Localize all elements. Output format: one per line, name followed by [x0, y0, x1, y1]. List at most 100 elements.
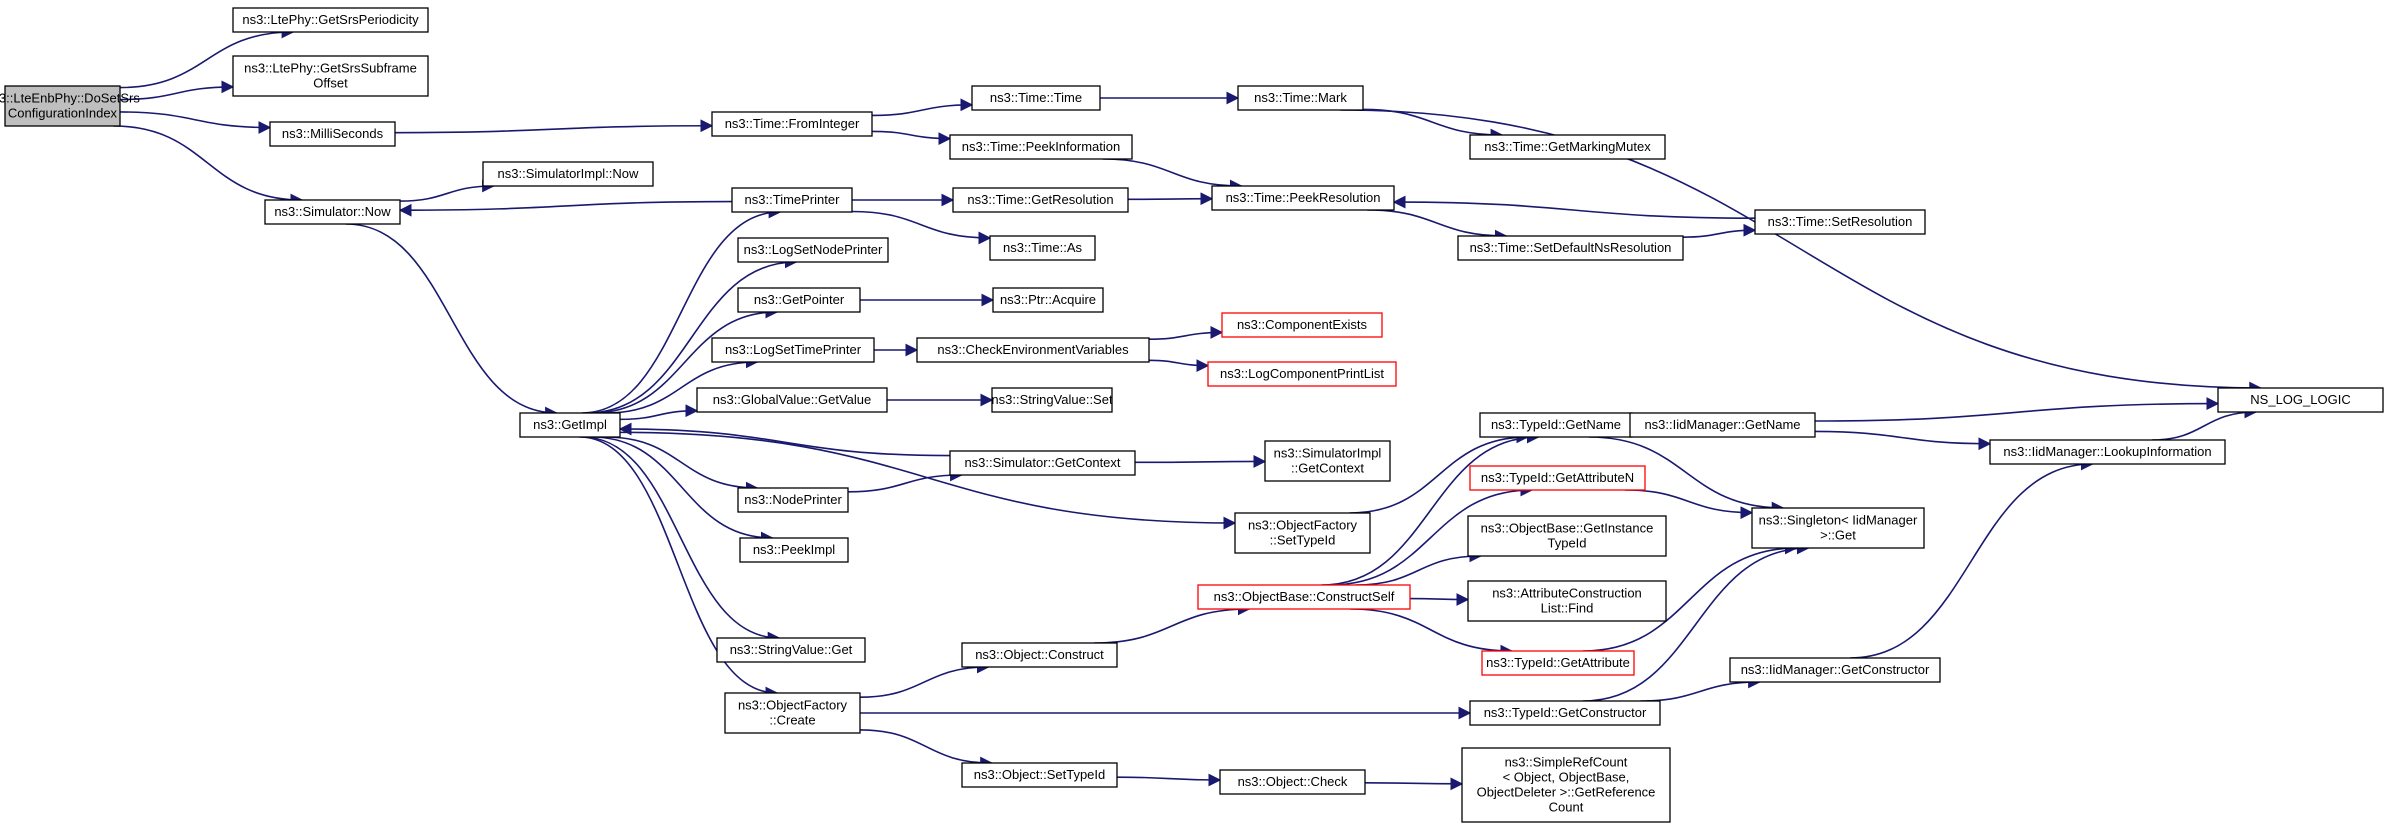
node-ofcreate[interactable]: ns3::ObjectFactory::Create: [724, 692, 861, 734]
node-nslog[interactable]: NS_LOG_LOGIC: [2217, 387, 2384, 413]
node-box[interactable]: [2217, 387, 2384, 413]
node-box[interactable]: [1469, 134, 1666, 160]
node-simimplnow[interactable]: ns3::SimulatorImpl::Now: [482, 161, 654, 187]
node-box[interactable]: [482, 161, 654, 187]
node-setres[interactable]: ns3::Time::SetResolution: [1754, 209, 1926, 235]
node-iidctor[interactable]: ns3::IidManager::GetConstructor: [1729, 657, 1941, 683]
node-svset[interactable]: ns3::StringValue::Set: [991, 387, 1113, 413]
node-box[interactable]: [1469, 465, 1646, 491]
node-box[interactable]: [1481, 650, 1635, 676]
node-getptr[interactable]: ns3::GetPointer: [737, 287, 861, 313]
node-box[interactable]: [711, 337, 875, 363]
node-box[interactable]: [989, 235, 1096, 261]
node-nodeprinter[interactable]: ns3::NodePrinter: [737, 487, 849, 513]
node-getctx[interactable]: ns3::Simulator::GetContext: [949, 450, 1136, 476]
node-getres[interactable]: ns3::Time::GetResolution: [952, 187, 1129, 213]
node-box[interactable]: [949, 450, 1136, 476]
node-box[interactable]: [1467, 580, 1667, 622]
node-box[interactable]: [961, 762, 1118, 788]
node-now[interactable]: ns3::Simulator::Now: [264, 199, 401, 225]
node-box[interactable]: [696, 387, 888, 413]
node-box[interactable]: [737, 237, 889, 263]
node-peekres[interactable]: ns3::Time::PeekResolution: [1211, 185, 1395, 211]
node-tgetname[interactable]: ns3::TypeId::GetName: [1479, 412, 1633, 438]
node-compexists[interactable]: ns3::ComponentExists: [1221, 312, 1383, 338]
node-box[interactable]: [1221, 312, 1383, 338]
node-box[interactable]: [1234, 512, 1371, 554]
node-box[interactable]: [739, 537, 849, 563]
node-box[interactable]: [1629, 412, 1816, 438]
node-logcomp[interactable]: ns3::LogComponentPrintList: [1207, 361, 1397, 387]
node-time[interactable]: ns3::Time::Time: [971, 85, 1101, 111]
node-box[interactable]: [1264, 440, 1391, 482]
node-constructself[interactable]: ns3::ObjectBase::ConstructSelf: [1197, 584, 1411, 610]
node-setdefault[interactable]: ns3::Time::SetDefaultNsResolution: [1457, 235, 1684, 261]
node-as[interactable]: ns3::Time::As: [989, 235, 1096, 261]
node-box[interactable]: [1237, 85, 1364, 111]
node-box[interactable]: [1197, 584, 1411, 610]
node-box[interactable]: [737, 287, 861, 313]
node-iidgetname[interactable]: ns3::IidManager::GetName: [1629, 412, 1816, 438]
node-periodicity[interactable]: ns3::LtePhy::GetSrsPeriodicity: [232, 7, 429, 33]
node-svget[interactable]: ns3::StringValue::Get: [716, 637, 866, 663]
node-box[interactable]: [1989, 439, 2226, 465]
node-implctx[interactable]: ns3::SimulatorImpl::GetContext: [1264, 440, 1391, 482]
node-box[interactable]: [264, 199, 401, 225]
node-lognode[interactable]: ns3::LogSetNodePrinter: [737, 237, 889, 263]
node-box[interactable]: [991, 387, 1113, 413]
node-box[interactable]: [737, 487, 849, 513]
node-box[interactable]: [4, 85, 121, 127]
node-box[interactable]: [1467, 515, 1667, 557]
node-refcount[interactable]: ns3::SimpleRefCount< Object, ObjectBase,…: [1461, 747, 1671, 823]
node-peekinfo[interactable]: ns3::Time::PeekInformation: [949, 134, 1133, 160]
node-timeprinter[interactable]: ns3::TimePrinter: [731, 187, 853, 213]
node-lookup[interactable]: ns3::IidManager::LookupInformation: [1989, 439, 2226, 465]
node-main[interactable]: ns3::LteEnbPhy::DoSetSrsConfigurationInd…: [0, 85, 140, 127]
node-box[interactable]: [992, 287, 1104, 313]
node-box[interactable]: [724, 692, 861, 734]
node-tgetattr[interactable]: ns3::TypeId::GetAttribute: [1481, 650, 1635, 676]
node-milli[interactable]: ns3::MilliSeconds: [269, 121, 396, 147]
node-box[interactable]: [711, 111, 873, 137]
node-box[interactable]: [519, 412, 621, 438]
node-construct[interactable]: ns3::Object::Construct: [961, 642, 1118, 668]
node-box[interactable]: [1479, 412, 1633, 438]
node-box[interactable]: [961, 642, 1118, 668]
node-box[interactable]: [971, 85, 1101, 111]
node-gvget[interactable]: ns3::GlobalValue::GetValue: [696, 387, 888, 413]
node-mutex[interactable]: ns3::Time::GetMarkingMutex: [1469, 134, 1666, 160]
node-box[interactable]: [1754, 209, 1926, 235]
node-objcheck[interactable]: ns3::Object::Check: [1219, 769, 1366, 795]
node-box[interactable]: [1751, 507, 1925, 549]
node-box[interactable]: [1469, 700, 1661, 726]
node-box[interactable]: [1461, 747, 1671, 823]
node-box[interactable]: [949, 134, 1133, 160]
node-checkenv[interactable]: ns3::CheckEnvironmentVariables: [916, 337, 1150, 363]
node-tgetattrn[interactable]: ns3::TypeId::GetAttributeN: [1469, 465, 1646, 491]
node-box[interactable]: [731, 187, 853, 213]
node-tgetctor[interactable]: ns3::TypeId::GetConstructor: [1469, 700, 1661, 726]
node-box[interactable]: [716, 637, 866, 663]
node-box[interactable]: [232, 55, 429, 97]
node-singleton[interactable]: ns3::Singleton< IidManager>::Get: [1751, 507, 1925, 549]
node-logtime[interactable]: ns3::LogSetTimePrinter: [711, 337, 875, 363]
node-box[interactable]: [1457, 235, 1684, 261]
node-fromint[interactable]: ns3::Time::FromInteger: [711, 111, 873, 137]
node-getimpl[interactable]: ns3::GetImpl: [519, 412, 621, 438]
node-objsettype[interactable]: ns3::Object::SetTypeId: [961, 762, 1118, 788]
node-box[interactable]: [916, 337, 1150, 363]
node-ofsettype[interactable]: ns3::ObjectFactory::SetTypeId: [1234, 512, 1371, 554]
node-box[interactable]: [232, 7, 429, 33]
node-mark[interactable]: ns3::Time::Mark: [1237, 85, 1364, 111]
node-box[interactable]: [1207, 361, 1397, 387]
node-peekimpl[interactable]: ns3::PeekImpl: [739, 537, 849, 563]
node-acquire[interactable]: ns3::Ptr::Acquire: [992, 287, 1104, 313]
node-box[interactable]: [1211, 185, 1395, 211]
node-box[interactable]: [269, 121, 396, 147]
node-box[interactable]: [1729, 657, 1941, 683]
node-box[interactable]: [1219, 769, 1366, 795]
node-box[interactable]: [952, 187, 1129, 213]
